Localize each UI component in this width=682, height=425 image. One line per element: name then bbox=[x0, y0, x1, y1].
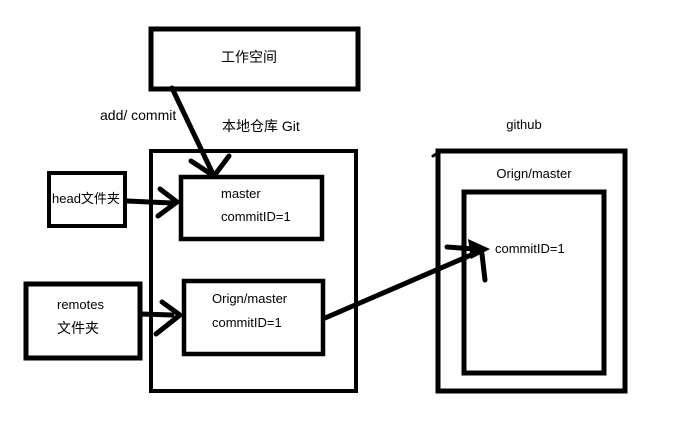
remotes-folder-box bbox=[23, 281, 143, 361]
arrow-workspace-to-master-line bbox=[169, 85, 215, 175]
arrow-origin-to-github-line bbox=[322, 249, 481, 321]
arrow-origin-to-github-headtip bbox=[468, 239, 490, 259]
github-box-corner-tick bbox=[431, 149, 443, 158]
arrow-head-to-master-line bbox=[124, 198, 175, 206]
local-origin-node-commit: commitID=1 bbox=[212, 315, 282, 330]
arrow-head-to-master bbox=[124, 186, 180, 219]
add-commit-label: add/ commit bbox=[100, 107, 176, 123]
master-node-name: master bbox=[221, 186, 261, 201]
github-title: github bbox=[506, 117, 541, 132]
master-node-box bbox=[178, 174, 325, 242]
github-branch-label: Orign/master bbox=[496, 166, 572, 181]
head-folder-label: head文件夹 bbox=[52, 191, 120, 206]
arrow-origin-to-github bbox=[322, 239, 490, 321]
local-repo-box bbox=[149, 149, 358, 393]
workspace-box bbox=[148, 26, 361, 92]
arrow-workspace-to-master bbox=[169, 85, 232, 179]
workspace-label: 工作空间 bbox=[221, 49, 277, 65]
remotes-folder-line1: remotes bbox=[57, 297, 104, 312]
master-node-commit: commitID=1 bbox=[221, 209, 291, 224]
arrow-origin-to-github-hook bbox=[479, 251, 488, 283]
github-commit-box bbox=[461, 189, 607, 376]
arrow-remotes-to-origin-line bbox=[138, 311, 175, 318]
arrow-head-to-master-head bbox=[155, 186, 180, 219]
arrow-workspace-to-master-head bbox=[188, 153, 232, 179]
remotes-folder-line2: 文件夹 bbox=[57, 320, 99, 336]
arrow-remotes-to-origin-head bbox=[153, 299, 183, 337]
github-commit-label: commitID=1 bbox=[495, 241, 565, 256]
arrow-remotes-to-origin bbox=[138, 299, 183, 337]
local-origin-node-name: Orign/master bbox=[212, 291, 288, 306]
local-repo-title: 本地仓库 Git bbox=[222, 118, 300, 134]
